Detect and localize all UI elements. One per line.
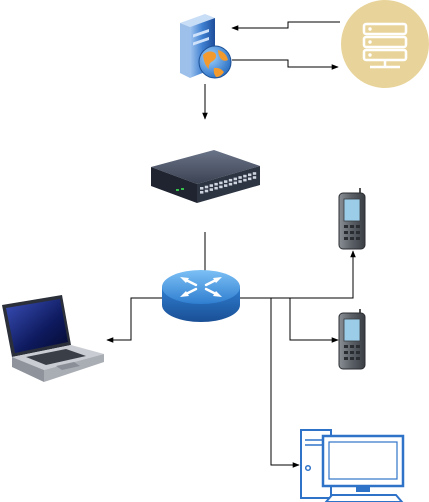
mobile-phone-icon: [338, 309, 366, 370]
switch-port: [224, 184, 228, 187]
switch-port: [200, 191, 204, 194]
switch-port: [238, 180, 242, 183]
switch-port: [219, 185, 223, 189]
switch-port: [228, 178, 233, 182]
laptop-icon: [2, 295, 104, 382]
switch-port: [248, 177, 252, 181]
switch-port: [209, 188, 213, 191]
edge-router-to-laptop: [106, 297, 162, 343]
edges: [106, 21, 356, 468]
switch-port: [252, 176, 257, 179]
edge-webserver-to-database: [232, 59, 339, 70]
switch-port: [228, 182, 233, 186]
edge-router-to-mobile-phone-1: [240, 250, 356, 299]
switch-port: [224, 180, 228, 183]
edge-router-to-mobile-phone-2: [240, 297, 339, 343]
server-rack-icon: [341, 0, 429, 88]
switch-port: [233, 181, 237, 185]
switch-port: [204, 189, 209, 193]
switch-port: [243, 174, 247, 178]
switch-port: [252, 172, 257, 175]
edge-database-to-webserver: [231, 21, 340, 31]
switch-port: [204, 185, 209, 189]
switch-port: [214, 186, 218, 190]
switch-port: [243, 178, 247, 182]
edge-router-to-desktop: [240, 297, 300, 468]
network-switch-icon: [151, 150, 260, 203]
router-icon: [162, 270, 240, 322]
switch-port: [233, 177, 237, 181]
switch-port: [214, 182, 218, 186]
mobile-phone-icon: [338, 188, 366, 250]
switch-port: [200, 187, 204, 190]
switch-port: [219, 181, 223, 185]
switch-port: [248, 173, 252, 177]
switch-port: [209, 184, 213, 187]
web-server-icon: [180, 14, 232, 79]
switch-port: [238, 176, 242, 179]
desktop-computer-icon: [300, 429, 405, 502]
